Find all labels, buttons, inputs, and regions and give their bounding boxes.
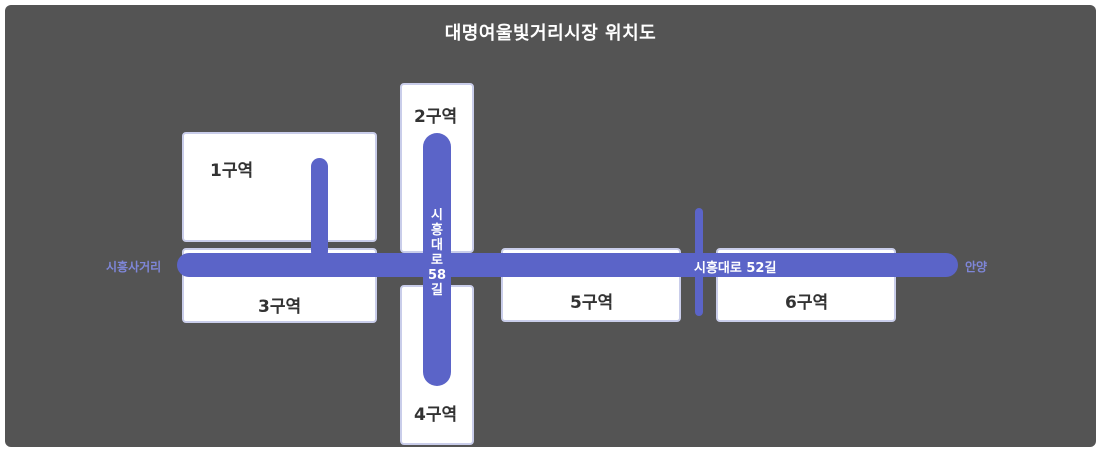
map-panel: 대명여울빛거리시장 위치도 bbox=[5, 5, 1096, 447]
cross-road-char: 58 bbox=[427, 268, 447, 283]
zone-1-block[interactable]: 1구역 bbox=[182, 132, 377, 242]
zone-3-label: 3구역 bbox=[258, 297, 302, 317]
west-endpoint-label: 시흥사거리 bbox=[106, 260, 162, 274]
cross-road-char: 대 bbox=[431, 238, 443, 253]
zone1-spur-road bbox=[311, 158, 328, 260]
zone-1-label: 1구역 bbox=[210, 161, 254, 181]
main-road-label: 시흥대로 52길 bbox=[694, 261, 777, 276]
main-road bbox=[177, 253, 958, 277]
east-endpoint-label: 안양 bbox=[965, 260, 988, 274]
zone-6-label: 6구역 bbox=[785, 293, 829, 313]
cross-road-char: 로 bbox=[431, 253, 443, 268]
zone-4-label: 4구역 bbox=[414, 405, 458, 425]
cross-road bbox=[423, 133, 451, 386]
divider-road bbox=[695, 208, 703, 316]
zone-5-label: 5구역 bbox=[570, 293, 614, 313]
zone-2-label: 2구역 bbox=[414, 107, 458, 127]
cross-road-char: 흥 bbox=[431, 223, 443, 238]
map-title: 대명여울빛거리시장 위치도 bbox=[444, 23, 657, 44]
cross-road-char: 길 bbox=[431, 283, 443, 298]
cross-road-label: 시 흥 대 로 58 길 bbox=[425, 208, 449, 298]
cross-road-char: 시 bbox=[431, 208, 443, 223]
